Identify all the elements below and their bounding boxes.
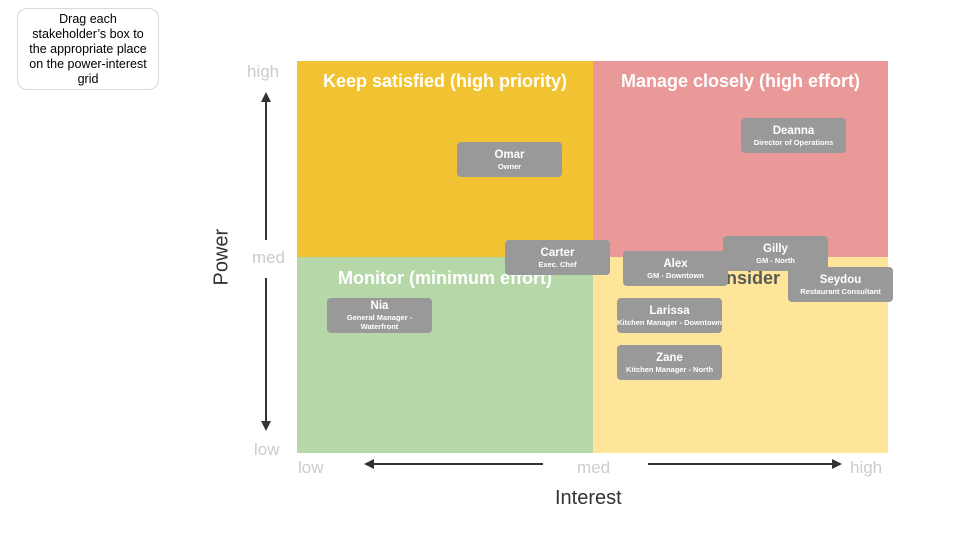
interest-tick-low: low	[298, 458, 324, 477]
power-tick-low: low	[254, 440, 280, 459]
stakeholder-role: General Manager - Waterfront	[346, 313, 413, 331]
stakeholder-name: Gilly	[763, 242, 788, 255]
quadrant-manage-closely	[593, 61, 888, 257]
power-axis-title: Power	[210, 228, 233, 286]
quadrant-title-manage-closely: Manage closely (high effort)	[620, 71, 861, 91]
stakeholder-role: Kitchen Manager - Downtown	[617, 317, 722, 327]
stakeholder-role: Exec. Chef	[538, 259, 577, 269]
stakeholder-name: Seydou	[819, 273, 862, 286]
stakeholder-role: GM - Downtown	[647, 270, 704, 280]
quadrant-title-keep-satisfied: Keep satisfied (high priority)	[322, 71, 568, 91]
quadrant-monitor	[297, 257, 593, 453]
stakeholder-name: Deanna	[772, 124, 815, 137]
power-tick-high: high	[247, 62, 280, 81]
stakeholder-name: Larissa	[649, 304, 690, 317]
stakeholder-role: Owner	[497, 161, 522, 171]
instructions-box: Drag each stakeholder’s box to the appro…	[17, 8, 159, 90]
stakeholder-role: Kitchen Manager - North	[625, 364, 714, 374]
interest-tick-med: med	[577, 458, 611, 477]
stakeholder-role: Director of Operations	[753, 137, 834, 147]
stakeholder-name: Alex	[663, 257, 688, 270]
interest-axis-title: Interest	[555, 487, 622, 509]
quadrant-title-monitor: Monitor (minimum effort)	[338, 268, 552, 288]
stakeholder-name: Omar	[494, 148, 525, 161]
stakeholder-name: Zane	[656, 351, 683, 364]
stakeholder-role: Restaurant Consultant	[800, 286, 881, 296]
instructions-text: Drag each stakeholder’s box to the appro…	[29, 11, 147, 86]
power-tick-med: med	[252, 248, 286, 267]
interest-tick-high: high	[850, 458, 883, 477]
stakeholder-role: GM - North	[756, 255, 795, 265]
stakeholder-name: Nia	[370, 300, 389, 312]
stakeholder-name: Carter	[540, 246, 575, 259]
